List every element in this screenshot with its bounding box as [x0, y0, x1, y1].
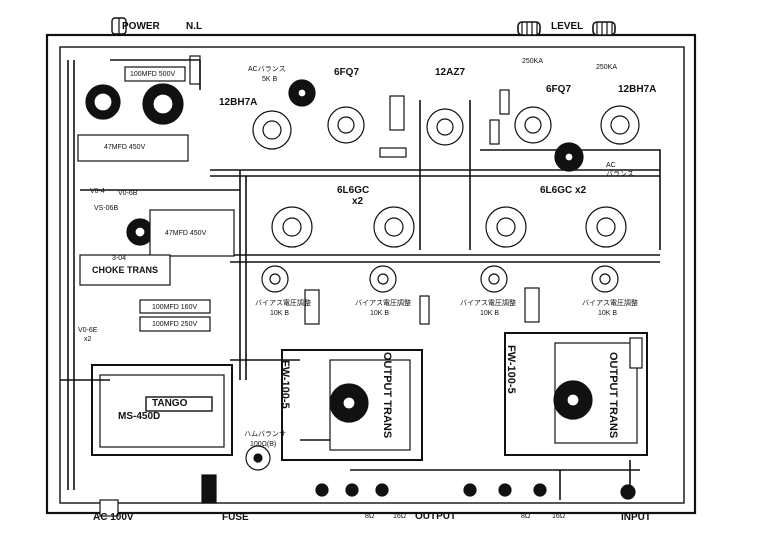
bias-adjust-3-label: バイアス電圧調整 — [460, 300, 516, 307]
power-transformer-core — [99, 374, 225, 448]
power-switch-icon — [111, 17, 127, 35]
output-jacks — [315, 483, 547, 497]
filter-capacitor-left-icon — [85, 84, 121, 120]
output-transformer-left-body — [281, 349, 423, 461]
bias-adjust-4-label: バイアス電圧調整 — [582, 300, 638, 307]
v06e-label: V0-6E — [78, 327, 98, 334]
cap-47mfd-block — [77, 134, 189, 162]
ac-balance-left-value: 5K B — [262, 76, 278, 83]
tube-socket-6l6gc-4 — [585, 206, 627, 248]
cap-47mfd-label: 47MFD 450V — [104, 144, 146, 151]
level-knob-right-icon — [592, 21, 616, 36]
ac-balance-right-label: AC — [606, 162, 616, 169]
output-trans-left-label: OUTPUT TRANS — [381, 352, 393, 439]
ac100v-label: AC 100V — [93, 512, 134, 523]
bias-pot-4-icon — [591, 265, 619, 293]
output-tap-16-left: 16Ω — [393, 513, 407, 520]
tube-socket-12az7 — [426, 108, 464, 146]
input-jack-icon — [620, 484, 636, 500]
power-transformer-body — [91, 364, 233, 456]
power-transformer-badge — [145, 396, 213, 412]
bias-pot-3-icon — [480, 265, 508, 293]
tube-label-x2-left: x2 — [352, 196, 364, 207]
v04-label: V0-4 — [90, 188, 105, 195]
output-tap-8-right: 8Ω — [521, 513, 531, 520]
choke-trans-label: CHOKE TRANS — [92, 265, 159, 275]
tube-label-6l6gc-left: 6L6GC — [337, 185, 370, 196]
bias-adjust-4-value: 10K B — [598, 310, 618, 317]
output-trans-right-label: OUTPUT TRANS — [607, 352, 619, 439]
ac-cord-icon — [99, 499, 119, 517]
ac-balance-pot-left-icon — [288, 79, 316, 107]
pot-250ka-left-label: 250KA — [522, 58, 544, 65]
tube-label-12az7: 12AZ7 — [435, 67, 466, 78]
tube-socket-6l6gc-3 — [485, 206, 527, 248]
hum-balancer-label: ハムバランサ — [244, 431, 286, 438]
tube-label-12bh7a-left: 12BH7A — [219, 97, 258, 108]
chassis-inner-frame — [59, 46, 685, 504]
hum-balancer-value: 100Ω(B) — [250, 441, 277, 448]
level-label: LEVEL — [551, 21, 584, 32]
output-transformer-left-socket-icon — [329, 383, 369, 423]
bias-adjust-1-label: バイアス電圧調整 — [255, 300, 311, 307]
resistors — [304, 89, 643, 369]
tube-socket-6l6gc-2 — [373, 206, 415, 248]
bias-pot-2-icon — [369, 265, 397, 293]
v06e-x2-label: x2 — [84, 336, 92, 343]
bias-adjust-1-value: 10K B — [270, 310, 290, 317]
output-trans-right-model: FW-100-5 — [505, 345, 517, 394]
tube-label-6fq7-right: 6FQ7 — [546, 84, 572, 95]
power-trans-brand: TANGO — [152, 398, 188, 409]
power-label: POWER — [122, 21, 160, 32]
chassis-outer-frame — [45, 33, 697, 515]
ac-balance-right-label-2: バランス — [606, 171, 634, 178]
cap-block-pair — [149, 209, 235, 257]
output-label: OUTPUT — [415, 511, 457, 522]
output-transformer-right-body — [504, 332, 648, 456]
bias-adjust-3-value: 10K B — [480, 310, 500, 317]
tube-label-12bh7a-right: 12BH7A — [618, 84, 657, 95]
ac-balance-left-label: ACバランス — [248, 66, 286, 73]
fuse-holder-icon — [201, 474, 217, 504]
tube-socket-12bh7a-right — [600, 105, 640, 145]
cap-100mfd-500-label: 100MFD 500V — [130, 71, 176, 78]
bias-pot-1-icon — [261, 265, 289, 293]
level-knob-left-icon — [517, 21, 541, 36]
input-label: INPUT — [621, 512, 651, 523]
nl-label: N.L — [186, 21, 203, 32]
tube-socket-6fq7-right — [514, 106, 552, 144]
tube-socket-12bh7a-left — [252, 110, 292, 150]
bus-wiring — [60, 59, 661, 500]
power-trans-model: MS-450D — [118, 411, 161, 422]
tube-socket-6l6gc-1 — [271, 206, 313, 248]
filter-capacitor-right-icon — [142, 83, 184, 125]
tube-socket-6fq7-left — [327, 106, 365, 144]
vs06b-label: VS-06B — [94, 205, 119, 212]
cap-100mfd-160-label: 100MFD 160V — [152, 304, 198, 311]
cap-47mfd-b-label: 47MFD 450V — [165, 230, 207, 237]
output-tap-16-right: 16Ω — [552, 513, 566, 520]
bias-adjust-2-label: バイアス電圧調整 — [355, 300, 411, 307]
pot-250ka-right-label: 250KA — [596, 64, 618, 71]
cap-100mfd-250-label: 100MFD 250V — [152, 321, 198, 328]
tube-label-6l6gc-right: 6L6GC x2 — [540, 185, 587, 196]
output-transformer-right-socket-icon — [553, 380, 593, 420]
v06b-label: V0-6B — [118, 190, 138, 197]
cap-100mfd-500-block — [124, 66, 186, 82]
cap-100mfd-250-block — [139, 316, 211, 332]
output-tap-8-left: 8Ω — [365, 513, 375, 520]
bias-adjust-2-value: 10K B — [370, 310, 390, 317]
u3-04-label: 3-04 — [112, 255, 127, 262]
hum-balancer-pot-icon — [245, 445, 271, 471]
ac-balance-pot-right-icon — [554, 142, 584, 172]
choke-trans-block — [79, 254, 171, 286]
rectifier-socket-icon — [126, 218, 154, 246]
cap-100mfd-160-block — [139, 299, 211, 314]
fuse-label: FUSE — [222, 512, 249, 523]
output-trans-left-model: FW-100-5 — [279, 360, 291, 409]
tube-label-6fq7-left: 6FQ7 — [334, 67, 360, 78]
